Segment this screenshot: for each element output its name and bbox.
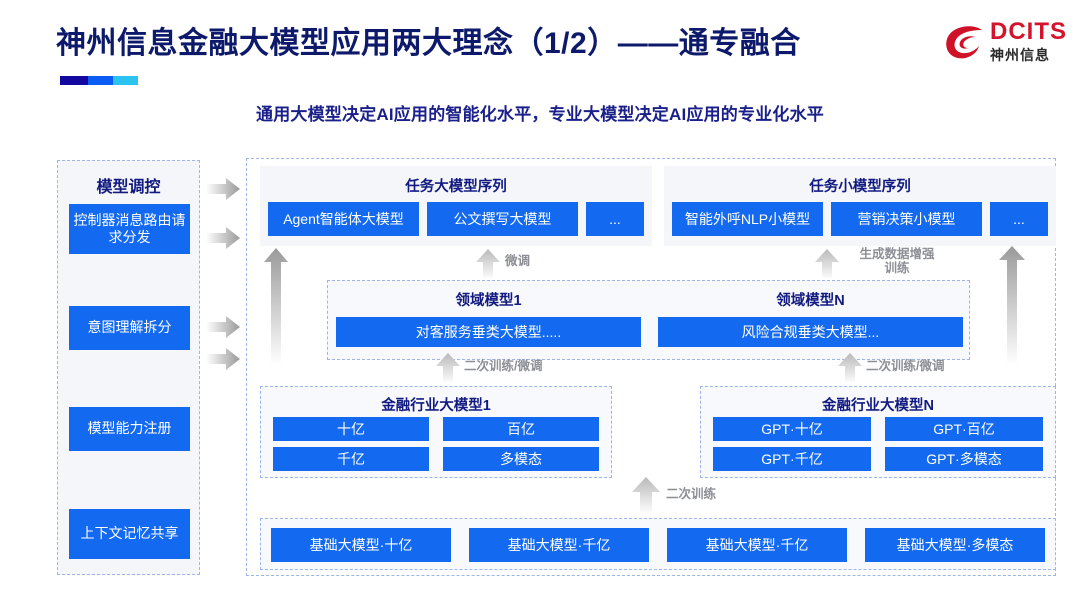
label-retrain-finetune-left: 二次训练/微调 — [464, 359, 543, 373]
arrow-right-icon — [206, 227, 240, 249]
industry-item-gpt-multimodal[interactable]: GPT·多模态 — [885, 447, 1043, 471]
label-retrain-finetune-right: 二次训练/微调 — [866, 359, 945, 373]
arrow-right-icon — [206, 178, 240, 200]
model-control-title: 模型调控 — [96, 179, 161, 196]
accent-segment-3 — [113, 76, 138, 85]
accent-segment-1 — [60, 76, 88, 85]
task-model-more[interactable]: ... — [989, 202, 1049, 236]
domain-model-item[interactable]: 对客服务垂类大模型..... — [336, 317, 641, 347]
task-large-model-sequence: 任务大模型序列 Agent智能体大模型 公文撰写大模型 ... — [260, 166, 652, 246]
sequence-title: 任务小模型序列 — [809, 179, 911, 195]
title-accent-bar — [60, 76, 138, 85]
label-retrain-base: 二次训练 — [666, 487, 717, 501]
industry-item-billion[interactable]: 十亿 — [273, 417, 429, 441]
industry-item-gpt-ten-billion[interactable]: GPT·百亿 — [885, 417, 1043, 441]
accent-segment-2 — [88, 76, 113, 85]
task-model-agent[interactable]: Agent智能体大模型 — [268, 202, 419, 236]
domain-model-n: 领域模型N 风险合规垂类大模型... — [658, 289, 963, 347]
base-model-1[interactable]: 基础大模型·十亿 — [271, 528, 451, 562]
industry-items: 十亿 百亿 千亿 多模态 — [273, 417, 599, 471]
control-item-intent[interactable]: 意图理解拆分 — [69, 306, 190, 350]
base-model-container: 基础大模型·十亿 基础大模型·千亿 基础大模型·千亿 基础大模型·多模态 — [260, 518, 1056, 570]
industry-title: 金融行业大模型N — [822, 398, 934, 414]
base-model-items: 基础大模型·十亿 基础大模型·千亿 基础大模型·千亿 基础大模型·多模态 — [271, 528, 1045, 562]
domain-title: 领域模型N — [776, 293, 845, 309]
industry-model-n-container: 金融行业大模型N GPT·十亿 GPT·百亿 GPT·千亿 GPT·多模态 — [700, 386, 1056, 478]
company-logo: DCITS 神州信息 — [944, 16, 1068, 70]
industry-item-ten-billion[interactable]: 百亿 — [443, 417, 599, 441]
page-subtitle: 通用大模型决定AI应用的智能化水平，专业大模型决定AI应用的专业化水平 — [256, 105, 824, 124]
sequence-items: Agent智能体大模型 公文撰写大模型 ... — [268, 202, 645, 236]
base-model-4[interactable]: 基础大模型·多模态 — [865, 528, 1045, 562]
label-gen-data-aug: 生成数据增强 训练 — [859, 247, 935, 276]
sequence-title: 任务大模型序列 — [405, 179, 507, 195]
arrow-right-icon — [206, 316, 240, 338]
industry-items: GPT·十亿 GPT·百亿 GPT·千亿 GPT·多模态 — [713, 417, 1043, 471]
domain-model-1: 领域模型1 对客服务垂类大模型..... — [336, 289, 641, 347]
base-model-3[interactable]: 基础大模型·千亿 — [667, 528, 847, 562]
industry-item-gpt-billion[interactable]: GPT·十亿 — [713, 417, 871, 441]
control-item-router[interactable]: 控制器消息路由请求分发 — [69, 204, 190, 254]
model-control-panel: 模型调控 控制器消息路由请求分发 意图理解拆分 模型能力注册 上下文记忆共享 — [57, 160, 200, 575]
task-model-more[interactable]: ... — [585, 202, 645, 236]
domain-model-item[interactable]: 风险合规垂类大模型... — [658, 317, 963, 347]
industry-title: 金融行业大模型1 — [381, 398, 491, 414]
base-model-2[interactable]: 基础大模型·千亿 — [469, 528, 649, 562]
logo-text: DCITS 神州信息 — [990, 20, 1067, 65]
industry-item-multimodal[interactable]: 多模态 — [443, 447, 599, 471]
label-finetune-left: 微调 — [505, 254, 531, 268]
domain-title: 领域模型1 — [455, 293, 522, 309]
industry-model-1-container: 金融行业大模型1 十亿 百亿 千亿 多模态 — [260, 386, 612, 478]
control-item-registry[interactable]: 模型能力注册 — [69, 407, 190, 451]
page-title: 神州信息金融大模型应用两大理念（1/2）——通专融合 — [56, 27, 801, 60]
control-item-context[interactable]: 上下文记忆共享 — [69, 509, 190, 559]
task-model-outbound-nlp[interactable]: 智能外呼NLP小模型 — [672, 202, 823, 236]
logo-cn-label: 神州信息 — [990, 47, 1050, 63]
industry-item-hundred-billion[interactable]: 千亿 — [273, 447, 429, 471]
dcits-swoosh-icon — [946, 26, 982, 59]
industry-item-gpt-hundred-billion[interactable]: GPT·千亿 — [713, 447, 871, 471]
task-small-model-sequence: 任务小模型序列 智能外呼NLP小模型 营销决策小模型 ... — [664, 166, 1056, 246]
task-model-doc-writing[interactable]: 公文撰写大模型 — [426, 202, 578, 236]
sequence-items: 智能外呼NLP小模型 营销决策小模型 ... — [672, 202, 1049, 236]
domain-model-container: 领域模型1 对客服务垂类大模型..... 领域模型N 风险合规垂类大模型... — [327, 280, 970, 360]
arrow-right-icon — [206, 348, 240, 370]
task-model-marketing[interactable]: 营销决策小模型 — [830, 202, 982, 236]
model-stack-container — [246, 158, 1056, 576]
logo-en-label: DCITS — [990, 18, 1067, 45]
